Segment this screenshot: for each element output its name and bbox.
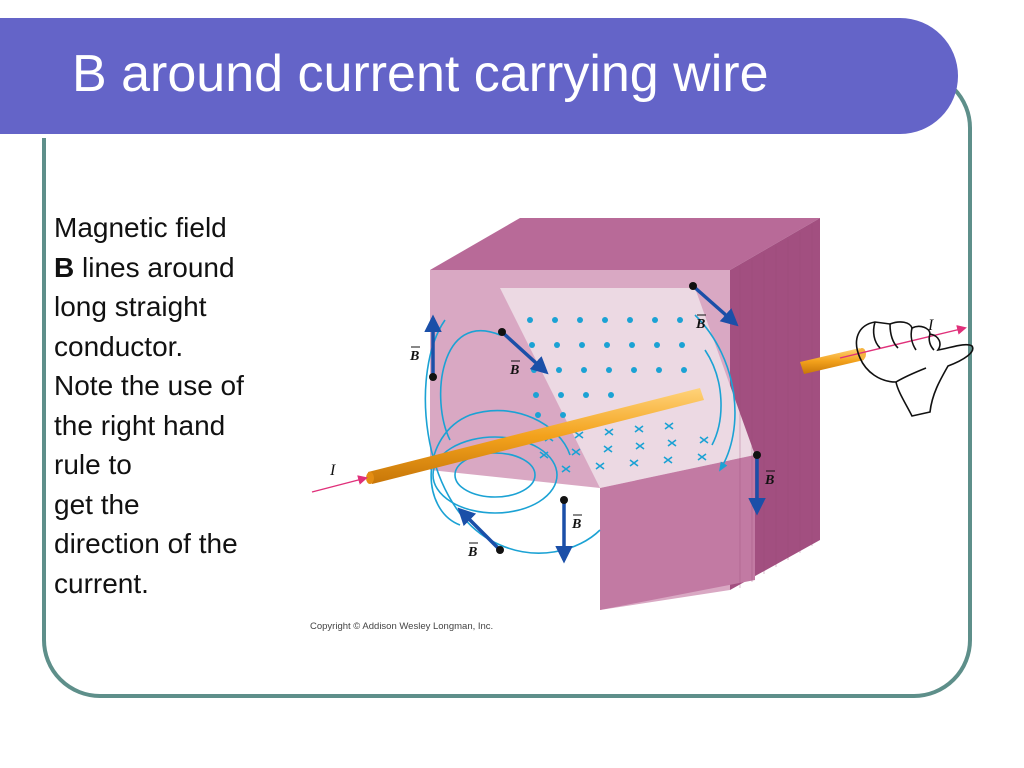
title-bar [0,18,958,134]
b-vector [500,330,549,375]
block-edge-hatching [739,224,813,588]
b-anchor-dots [429,282,761,554]
body-line: current. [54,567,149,599]
wire [366,348,866,484]
body-line: conductor. [54,330,184,362]
body-line: Magnetic field [54,212,227,243]
body-line: the right hand [54,409,226,441]
b-label: B [409,349,419,364]
b-overarrows [411,314,775,544]
b-vector [457,507,502,552]
magnetic-field-diagram: I I B B B B B B [311,218,974,610]
block-top [430,218,820,270]
right-hand-icon [855,321,974,417]
field-loop-right [694,314,736,472]
title-underline [0,134,905,138]
b-label: B [695,317,705,332]
slide-title: B around current carrying wire [72,45,769,103]
block [430,218,820,610]
b-label: B [467,545,477,560]
b-labels: B B B B B B [409,317,774,560]
block-front-lower [600,455,755,610]
body-line: get the [54,488,140,520]
body-line: direction of the [54,528,238,559]
b-vector [691,284,739,327]
body-line-rest: lines around [74,251,235,283]
b-label: B [571,517,581,532]
b-label: B [764,473,774,488]
b-label: B [509,363,519,378]
copyright-notice: Copyright © Addison Wesley Longman, Inc. [310,621,494,632]
field-loop-right-2 [704,349,722,446]
body-text: Magnetic field B lines around long strai… [54,208,294,603]
bold-b: B [54,251,75,283]
body-line: B lines around [54,248,294,288]
b-vectors [424,284,766,564]
cutaway-interior [500,288,755,488]
body-line: rule to [54,449,132,480]
current-label-right: I [927,317,934,334]
current-label-left: I [329,462,336,479]
current-arrows: I I [311,317,967,493]
body-line: long straight [54,291,207,322]
field-loop-5 [439,329,501,441]
current-arrow-left [311,475,368,493]
current-arrow-right [839,325,967,359]
body-line: Note the use of [54,370,244,401]
